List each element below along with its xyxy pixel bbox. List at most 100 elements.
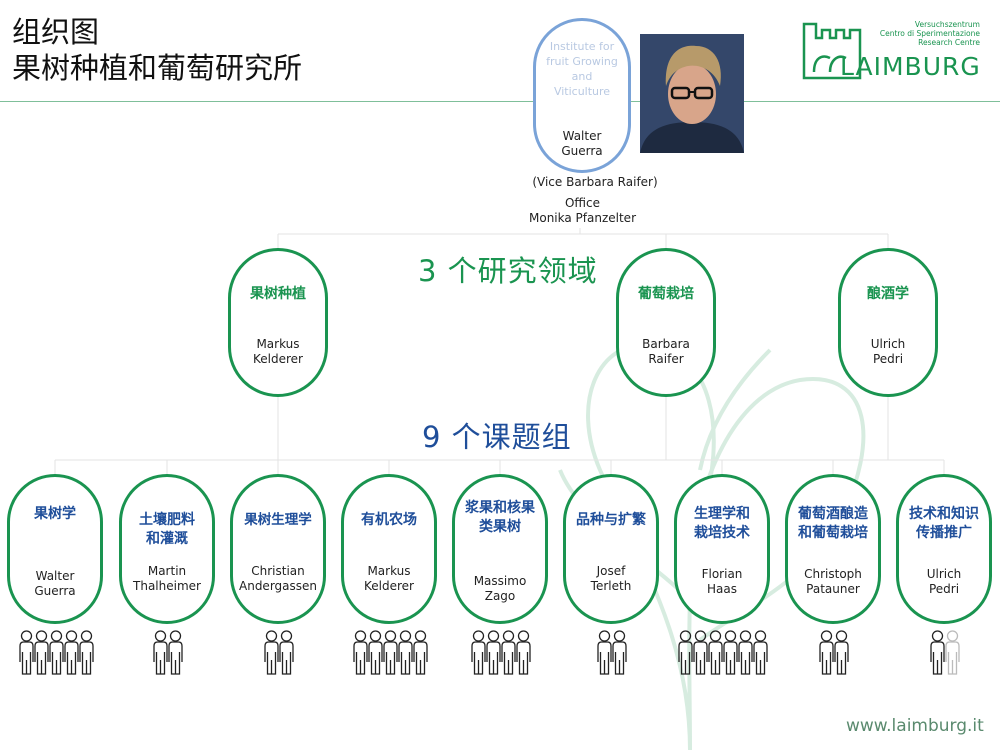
website-url: www.laimburg.it — [846, 716, 984, 736]
group-label: 果树生理学 — [244, 512, 312, 528]
logo-text-3: Research Centre — [918, 38, 980, 47]
group-label: 土壤肥料和灌溉 — [139, 512, 195, 547]
title-line-2: 果树种植和葡萄研究所 — [12, 51, 303, 85]
person-icon — [516, 630, 531, 675]
group-label: 技术和知识传播推广 — [909, 506, 979, 541]
group-leader-first: Christian — [251, 564, 305, 578]
person-icon — [738, 630, 753, 675]
person-icon — [367, 630, 383, 675]
people-group-icon — [352, 630, 428, 675]
areas-heading-text: 个研究领域 — [437, 254, 598, 288]
header-divider — [0, 101, 1000, 102]
group-label: 浆果和核果类果树 — [465, 500, 535, 535]
people-group-icon — [153, 630, 183, 675]
group-leader-first: Massimo — [473, 574, 527, 588]
title-line-1: 组织图 — [12, 15, 100, 49]
person-icon — [597, 630, 612, 675]
people-group-icon — [18, 630, 94, 675]
person-icon — [723, 630, 738, 675]
person-icon — [264, 630, 279, 675]
person-icon — [753, 630, 768, 675]
people-group-icon — [930, 630, 960, 675]
head-first-name: Walter — [562, 129, 602, 143]
person-icon — [412, 630, 428, 675]
person-icon — [834, 630, 849, 675]
group-leader-first: Walter — [35, 569, 75, 583]
head-last-name: Guerra — [561, 144, 603, 158]
area-leader-last: Pedri — [872, 352, 904, 366]
person-icon — [48, 630, 64, 675]
portrait-icon — [640, 34, 744, 153]
person-icon — [819, 630, 834, 675]
laimburg-logo: Versuchszentrum Centro di Sperimentazion… — [800, 20, 980, 82]
person-icon — [153, 630, 168, 675]
people-group-icon — [471, 630, 531, 675]
area-label: 葡萄栽培 — [638, 286, 694, 302]
logo-wordmark: LAIMBURG — [840, 52, 981, 81]
person-icon — [352, 630, 368, 675]
area-leader-first: Barbara — [642, 337, 690, 351]
areas-count: 3 — [418, 254, 438, 288]
person-icon — [486, 630, 501, 675]
area-leader-last: Kelderer — [253, 352, 303, 366]
person-icon — [693, 630, 708, 675]
person-icon — [945, 630, 960, 675]
areas-heading: 3 个研究领域 — [418, 248, 638, 290]
group-leader-first: Josef — [596, 564, 626, 578]
office-label: Office — [564, 196, 601, 210]
person-icon — [279, 630, 294, 675]
logo-text-1: Versuchszentrum — [914, 20, 980, 29]
person-icon — [930, 630, 945, 675]
group-label: 葡萄酒酿造和葡萄栽培 — [798, 506, 868, 541]
person-icon — [612, 630, 627, 675]
group-leader-first: Martin — [147, 564, 187, 578]
institute-name: Institute for fruit Growing and Viticult… — [546, 40, 618, 98]
person-icon — [501, 630, 516, 675]
person-icon — [63, 630, 79, 675]
group-leader-last: Kelderer — [364, 579, 414, 593]
group-label: 品种与扩繁 — [576, 512, 646, 528]
person-icon — [18, 630, 34, 675]
group-leader-last: Thalheimer — [133, 579, 201, 593]
group-label: 生理学和栽培技术 — [694, 506, 750, 541]
office-name: Monika Pfanzelter — [529, 211, 636, 225]
group-leader-first: Florian — [701, 567, 743, 581]
group-leader-first: Markus — [367, 564, 411, 578]
group-leader-last: Terleth — [590, 579, 632, 593]
group-leader-last: Guerra — [34, 584, 76, 598]
groups-heading: 9 个课题组 — [422, 414, 622, 456]
group-label: 果树学 — [34, 506, 76, 522]
head-name: Walter Guerra — [536, 129, 628, 159]
page-title: 组织图 果树种植和葡萄研究所 — [12, 14, 302, 86]
institute-oval: Institute for fruit Growing and Viticult… — [533, 18, 631, 173]
castle-icon — [802, 22, 862, 80]
area-leader-last: Raifer — [648, 352, 684, 366]
area-label: 酿酒学 — [867, 286, 909, 302]
group-leader-last: Patauner — [806, 582, 860, 596]
group-leader-last: Pedri — [928, 582, 960, 596]
person-icon — [78, 630, 94, 675]
group-leader-first: Ulrich — [926, 567, 962, 581]
people-group-icon — [264, 630, 294, 675]
people-group-icon — [678, 630, 768, 675]
groups-heading-text: 个课题组 — [441, 420, 572, 454]
person-icon — [397, 630, 413, 675]
office-block: Office Monika Pfanzelter — [500, 196, 665, 226]
person-icon — [382, 630, 398, 675]
area-leader-first: Ulrich — [870, 337, 906, 351]
group-leader-last: Andergassen — [239, 579, 317, 593]
person-icon — [168, 630, 183, 675]
group-leader-last: Haas — [707, 582, 737, 596]
person-icon — [678, 630, 693, 675]
group-label: 有机农场 — [361, 512, 417, 528]
